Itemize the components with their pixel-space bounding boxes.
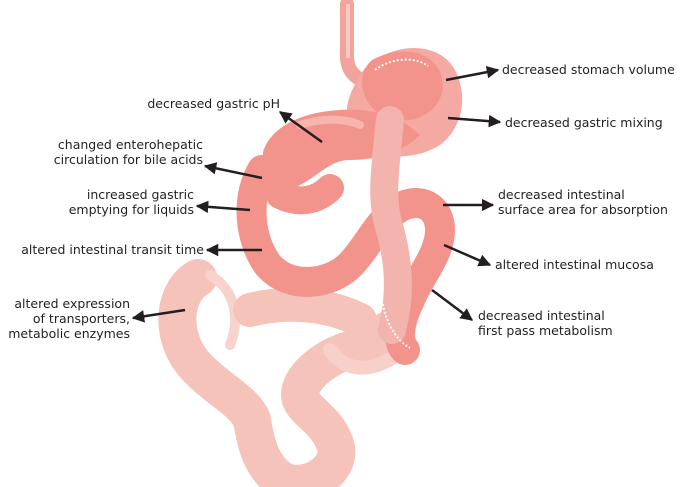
label-enterohepatic: changed enterohepatic circulation for bi… [40, 137, 203, 167]
colon [158, 259, 407, 487]
label-emptying: increased gastric emptying for liquids [60, 187, 194, 217]
stomach-pouch [362, 51, 443, 121]
label-emptying-line1: increased gastric [86, 187, 194, 202]
arrow-gastric-mixing [447, 114, 502, 128]
label-expression-line1: altered expression [14, 296, 130, 311]
label-stomach-volume: decreased stomach volume [502, 62, 682, 77]
arrow-expression [131, 308, 186, 323]
label-first-pass: decreased intestinal first pass metaboli… [478, 308, 658, 338]
arrow-stomach-volume [445, 65, 500, 82]
arrow-emptying [195, 200, 251, 214]
label-gastric-mixing: decreased gastric mixing [505, 115, 681, 130]
arrow-gastric-ph [278, 110, 323, 144]
label-expression-line2: of transporters, [32, 311, 130, 326]
label-surface-area-line1: decreased intestinal [498, 187, 625, 202]
label-gastric-ph: decreased gastric pH [140, 96, 280, 111]
label-surface-area: decreased intestinal surface area for ab… [498, 187, 682, 217]
label-mucosa: altered intestinal mucosa [495, 257, 680, 272]
label-gastric-mixing-text: decreased gastric mixing [505, 115, 663, 130]
label-first-pass-line1: decreased intestinal [478, 308, 605, 323]
label-transit: altered intestinal transit time [4, 242, 204, 257]
label-expression: altered expression of transporters, meta… [4, 296, 130, 341]
label-enterohepatic-line1: changed enterohepatic [57, 137, 203, 152]
label-mucosa-text: altered intestinal mucosa [495, 257, 654, 272]
label-first-pass-line2: first pass metabolism [478, 323, 613, 338]
label-gastric-ph-text: decreased gastric pH [147, 96, 280, 111]
label-expression-line3: metabolic enzymes [8, 326, 130, 341]
label-transit-text: altered intestinal transit time [21, 242, 204, 257]
label-stomach-volume-text: decreased stomach volume [502, 62, 675, 77]
roux-limb [370, 106, 412, 349]
arrow-enterohepatic [203, 162, 263, 180]
label-emptying-line2: emptying for liquids [68, 202, 194, 217]
label-enterohepatic-line2: circulation for bile acids [53, 152, 203, 167]
arrow-mucosa [443, 243, 492, 267]
arrows [131, 65, 502, 323]
arrow-first-pass [431, 289, 473, 321]
label-surface-area-line2: surface area for absorption [498, 202, 668, 217]
